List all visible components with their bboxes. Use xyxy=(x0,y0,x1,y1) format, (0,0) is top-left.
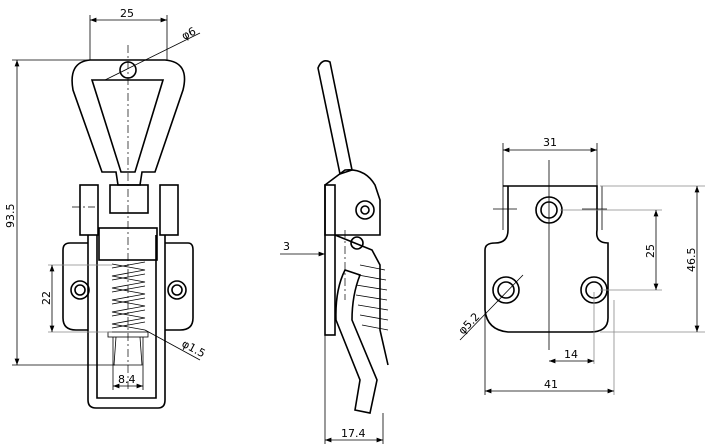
side-view: 3 17.4 xyxy=(280,60,389,444)
spring-width-label: 8.4 xyxy=(118,373,136,386)
top-width-label: 31 xyxy=(543,136,557,149)
hole-diameter-label: φ5.2 xyxy=(456,310,483,337)
pin-diameter-label: φ6 xyxy=(179,25,198,43)
depth-label: 17.4 xyxy=(341,427,366,440)
front-view: 25 φ6 93.5 22 φ1.5 8.4 xyxy=(4,7,208,409)
offset-label: 3 xyxy=(283,240,290,253)
base-height-label: 46.5 xyxy=(685,248,698,273)
hole-offset-label: 14 xyxy=(564,348,578,361)
height-label: 93.5 xyxy=(4,204,17,229)
base-view: 31 25 46.5 φ5.2 14 41 xyxy=(456,136,705,395)
hole-spacing-label: 25 xyxy=(644,244,657,258)
spring-length-label: 22 xyxy=(40,291,53,305)
width-label: 25 xyxy=(120,7,134,20)
base-width-label: 41 xyxy=(544,378,558,391)
